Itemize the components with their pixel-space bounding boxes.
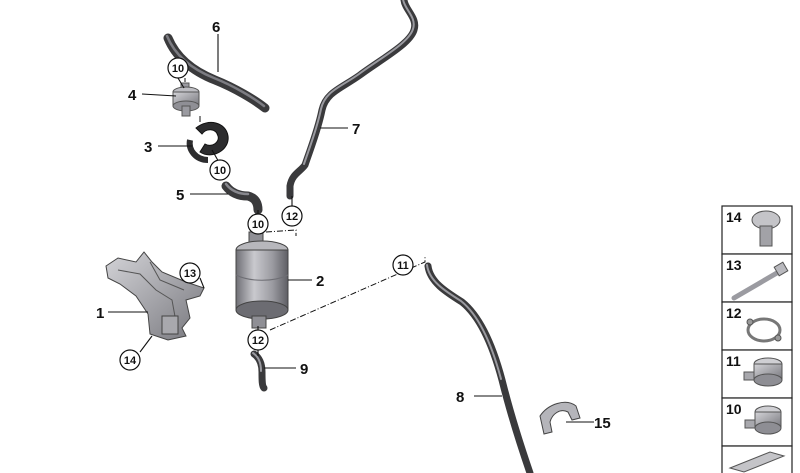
push-rivet-icon: [751, 210, 781, 247]
key-cell-partial: [721, 445, 793, 473]
part-7-hose: [286, 0, 419, 200]
svg-text:12: 12: [286, 211, 298, 223]
svg-text:10: 10: [726, 401, 742, 417]
svg-text:10: 10: [214, 165, 226, 177]
callout-13: 13: [179, 262, 201, 284]
svg-text:10: 10: [172, 63, 184, 75]
hose-clamp-icon: [743, 357, 783, 387]
svg-text:11: 11: [726, 353, 741, 369]
svg-text:11: 11: [397, 260, 409, 272]
key-cell-11: 11: [721, 349, 793, 399]
part-1-bracket: [105, 251, 205, 341]
connector-lines: [184, 78, 426, 331]
callout-group: 10 10 10 12 11 12 13 14: [119, 57, 414, 371]
part-label-1: 1: [96, 305, 104, 322]
callout-10-c: 10: [247, 213, 269, 235]
svg-text:12: 12: [252, 335, 264, 347]
part-2-canister: [235, 231, 289, 329]
part-labels: 6 4 3 5 7 2 1 9 8 15: [96, 19, 611, 432]
part-label-9: 9: [300, 361, 308, 378]
callout-11: 11: [392, 254, 414, 276]
callout-10-a: 10: [167, 57, 189, 79]
part-8-hose: [424, 262, 534, 473]
svg-text:13: 13: [184, 268, 196, 280]
hose-clamp-spring-icon: [746, 317, 782, 343]
svg-text:14: 14: [726, 209, 742, 225]
parts-key: 14 13 12 11: [721, 205, 793, 473]
part-label-15: 15: [594, 415, 611, 432]
part-4-valve: [172, 82, 200, 117]
part-label-5: 5: [176, 187, 184, 204]
key-cell-10: 10: [721, 397, 793, 447]
part-label-6: 6: [212, 19, 220, 36]
svg-text:14: 14: [124, 355, 137, 367]
part-6-hose: [163, 33, 270, 113]
part-5-hose: [221, 181, 263, 215]
key-cell-14: 14: [721, 205, 793, 255]
part-label-3: 3: [144, 139, 152, 156]
part-label-4: 4: [128, 87, 137, 104]
part-label-7: 7: [352, 121, 360, 138]
key-cell-13: 13: [721, 253, 793, 303]
leader-lines: [108, 34, 594, 423]
svg-text:10: 10: [252, 219, 264, 231]
hose-clamp-small-icon: [744, 405, 782, 435]
callout-10-b: 10: [209, 159, 231, 181]
part-9-hose: [250, 350, 268, 392]
svg-text:13: 13: [726, 257, 742, 273]
part-label-8: 8: [456, 389, 464, 406]
part-label-2: 2: [316, 273, 324, 290]
part-3-grommet: [186, 121, 229, 163]
callout-12-a: 12: [281, 205, 303, 227]
svg-text:12: 12: [726, 305, 742, 321]
callout-12-b: 12: [247, 329, 269, 351]
cable-tie-icon: [731, 261, 789, 301]
key-cell-12: 12: [721, 301, 793, 351]
part-15-clip: [539, 401, 581, 435]
callout-14: 14: [119, 349, 141, 371]
